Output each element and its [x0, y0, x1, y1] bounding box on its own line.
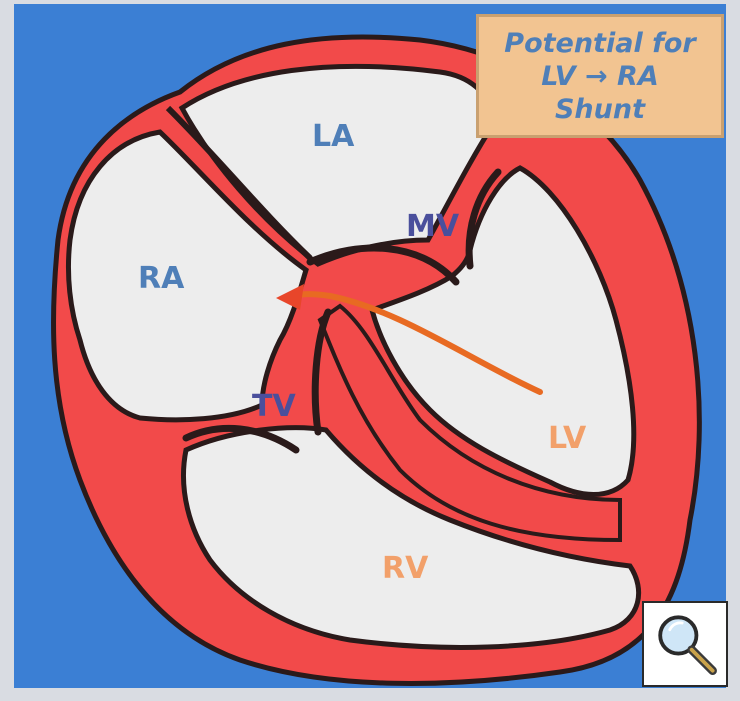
callout-line-2: LV → RA: [541, 60, 659, 93]
zoom-button[interactable]: [642, 601, 728, 687]
label-left-ventricle: LV: [548, 424, 586, 454]
label-mitral-valve: MV: [406, 212, 459, 242]
label-tricuspid-valve: TV: [252, 392, 296, 422]
label-right-atrium: RA: [138, 264, 184, 294]
callout-line-1: Potential for: [504, 27, 695, 60]
shunt-callout-box: Potential for LV → RA Shunt: [476, 14, 724, 138]
magnifier-icon: [644, 603, 726, 685]
label-right-ventricle: RV: [382, 554, 428, 584]
label-left-atrium: LA: [312, 122, 354, 152]
callout-line-3: Shunt: [555, 93, 645, 126]
